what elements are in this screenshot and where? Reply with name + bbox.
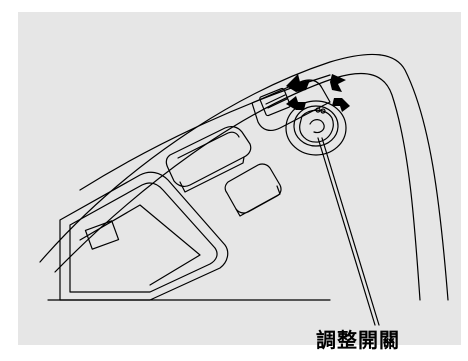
mirror-adjust-pad (299, 109, 334, 143)
window-switch-left-top (177, 131, 240, 159)
mirror-adjust-ring-outer (285, 100, 347, 156)
arrow-up-right (330, 74, 346, 92)
mirror-adjust-ring-inner (293, 105, 339, 147)
master-switch-inner-ridge (79, 204, 201, 286)
window-switch-left-front (179, 156, 245, 193)
arrow-right (332, 98, 350, 112)
master-switch-housing (59, 171, 229, 301)
mirror-adjust-arrows-icon (286, 74, 350, 112)
window-switch-small (84, 220, 120, 250)
callout-leader-line-2 (321, 137, 380, 326)
lock-button (224, 163, 282, 214)
mirror-adjust-dot (315, 107, 321, 113)
door-panel-upper-curve (79, 74, 331, 191)
mirror-selector-bezel (251, 79, 331, 132)
door-panel-outline (39, 53, 449, 301)
mirror-adjust-pad-detail (309, 119, 325, 134)
diagram-background (18, 12, 461, 345)
mirror-selector-knob-lines (265, 94, 288, 109)
mirror-selector-knob (259, 87, 291, 117)
arrow-left (286, 96, 306, 110)
callout-leader-line (317, 137, 376, 326)
adjustment-switch-label: 調整開關 (316, 328, 400, 352)
mirror-adjust-dot-2 (320, 108, 326, 114)
arrow-up-left (286, 74, 310, 92)
door-panel-inner-curve (54, 72, 421, 301)
master-switch-housing-inner (69, 182, 218, 293)
lock-button-front (235, 185, 281, 217)
